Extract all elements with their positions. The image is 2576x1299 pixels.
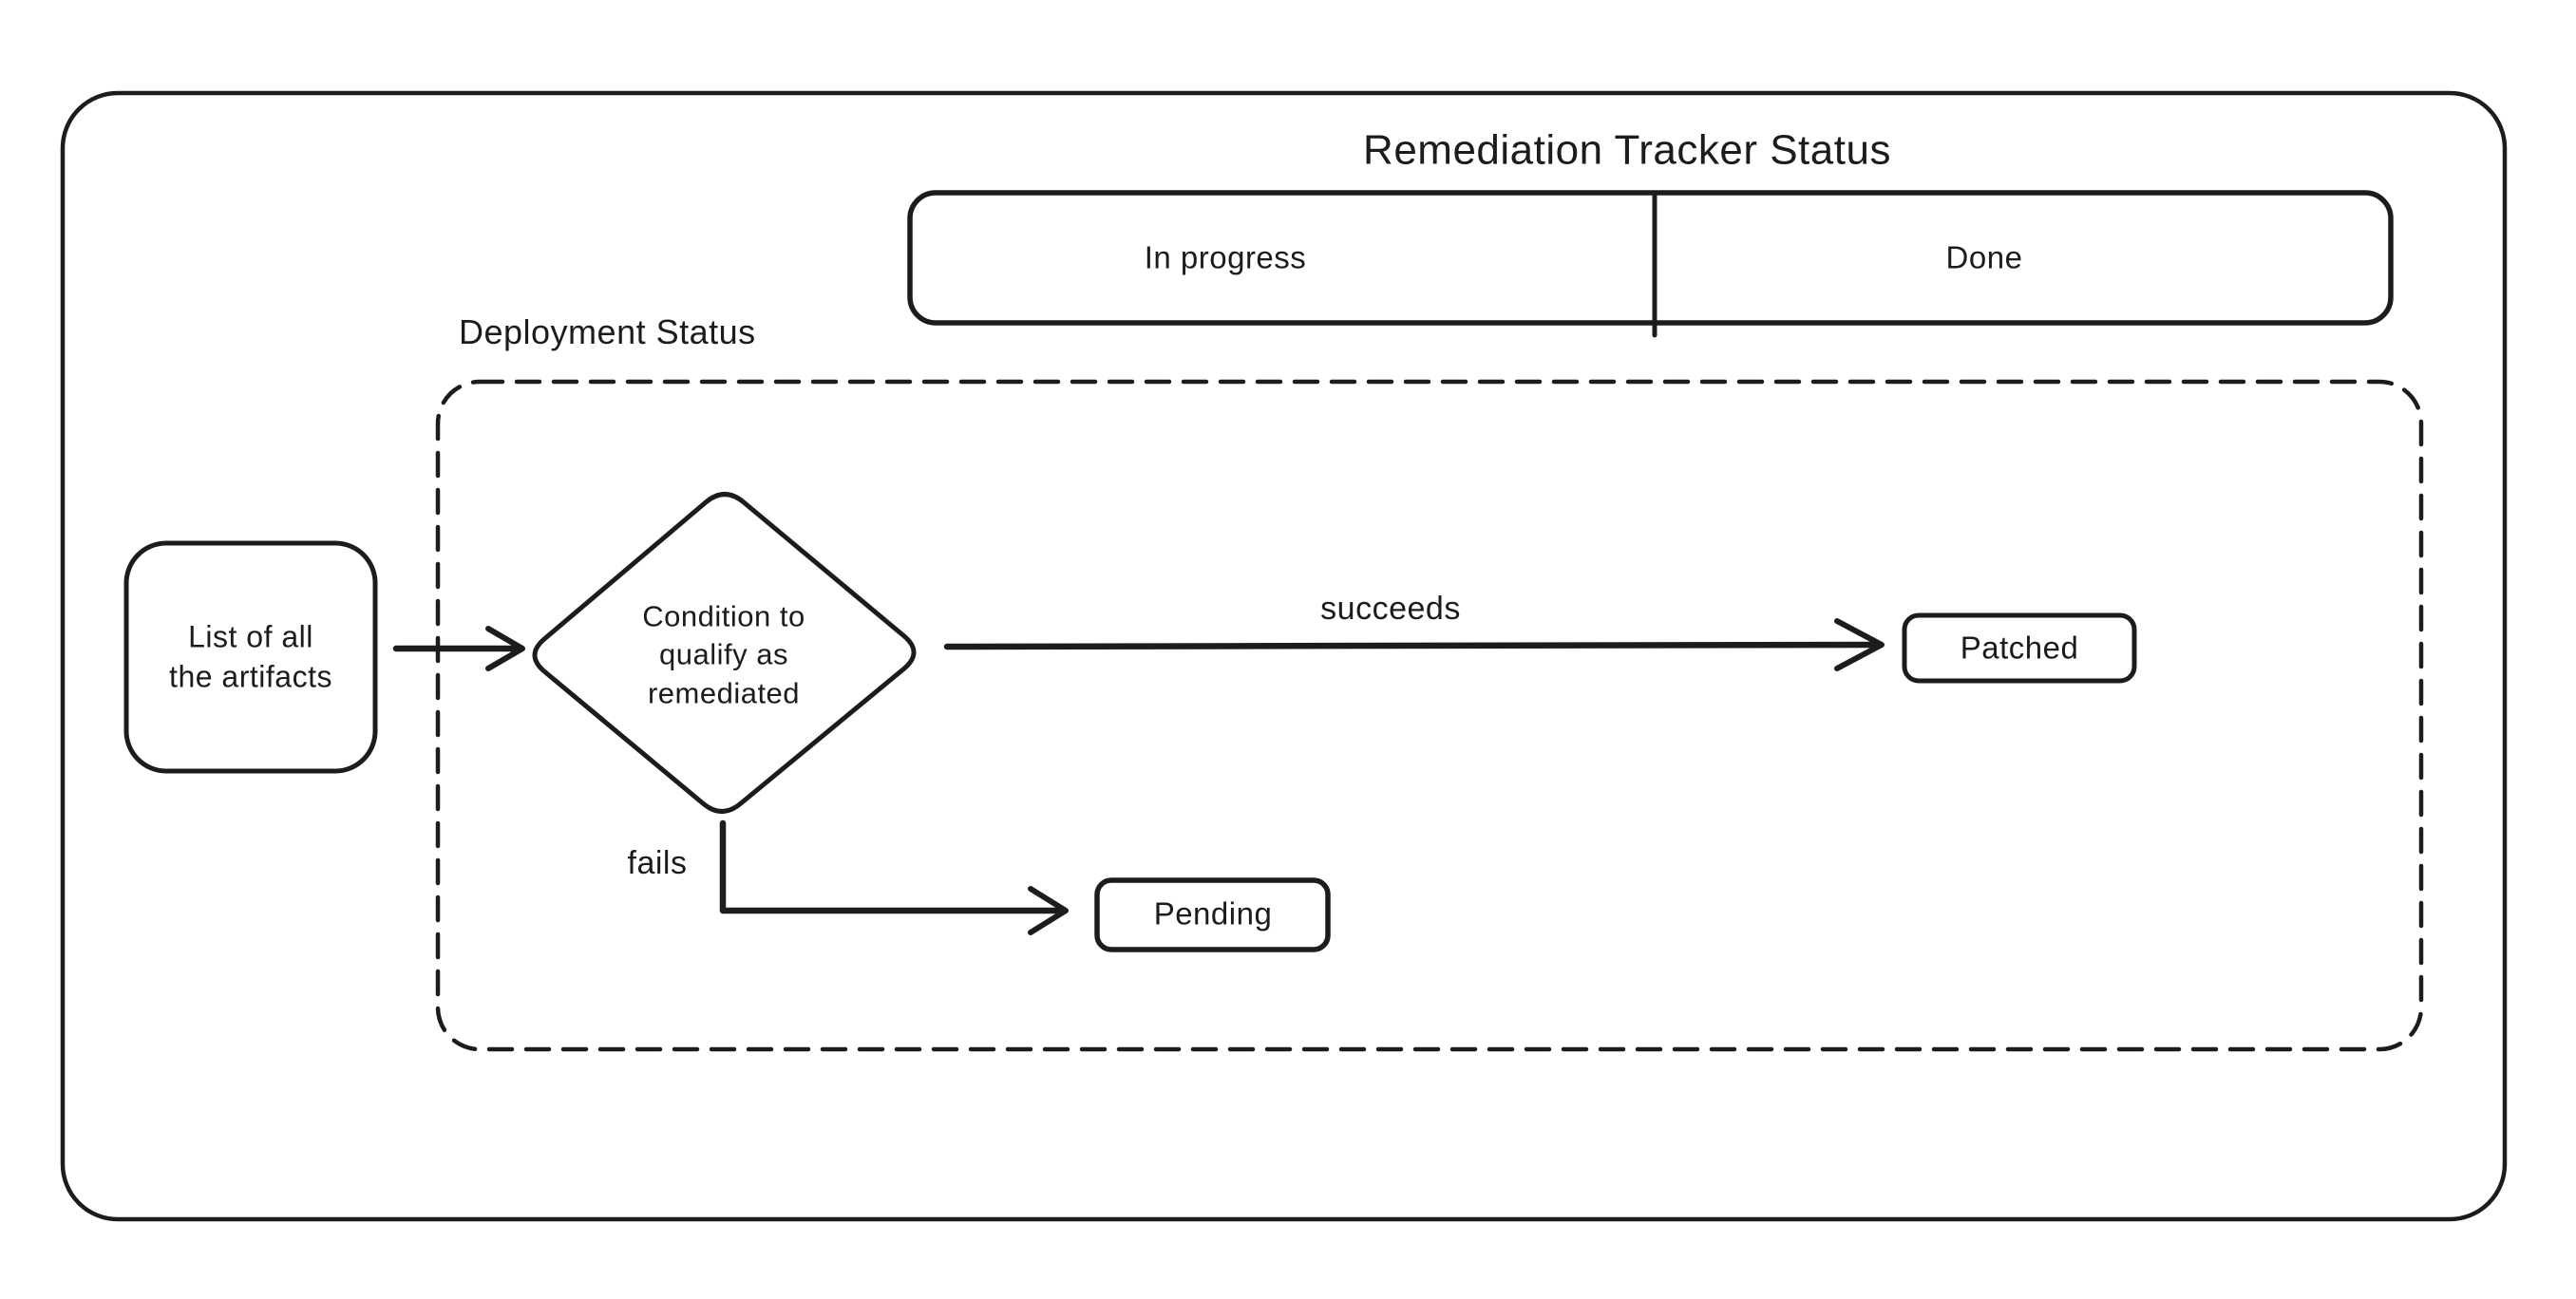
succeeds-arrow (943, 618, 1885, 671)
fails-edge-label: fails (627, 844, 688, 881)
tracker-title: Remediation Tracker Status (1363, 126, 1891, 174)
artifacts-to-condition-arrow (392, 626, 525, 671)
outer-frame-shape (60, 90, 2508, 1222)
condition-diamond-label: Condition to qualify as remediated (642, 599, 805, 710)
fails-arrow (719, 819, 1069, 935)
deployment-status-label: Deployment Status (459, 312, 756, 351)
pending-node-label: Pending (1153, 895, 1273, 932)
patched-node-label: Patched (1960, 630, 2079, 666)
tracker-column-in-progress: In progress (1144, 239, 1307, 275)
succeeds-edge-label: succeeds (1320, 590, 1461, 627)
pending-node-shape (1094, 877, 1331, 952)
tracker-bar-shape (907, 190, 2394, 326)
tracker-column-done: Done (1945, 239, 2023, 275)
condition-diamond-shape (532, 492, 917, 814)
patched-node-shape (1902, 612, 2137, 684)
artifacts-node-label: List of all the artifacts (169, 619, 332, 693)
artifacts-node-shape (123, 540, 378, 774)
deployment-boundary-shape (435, 379, 2424, 1052)
